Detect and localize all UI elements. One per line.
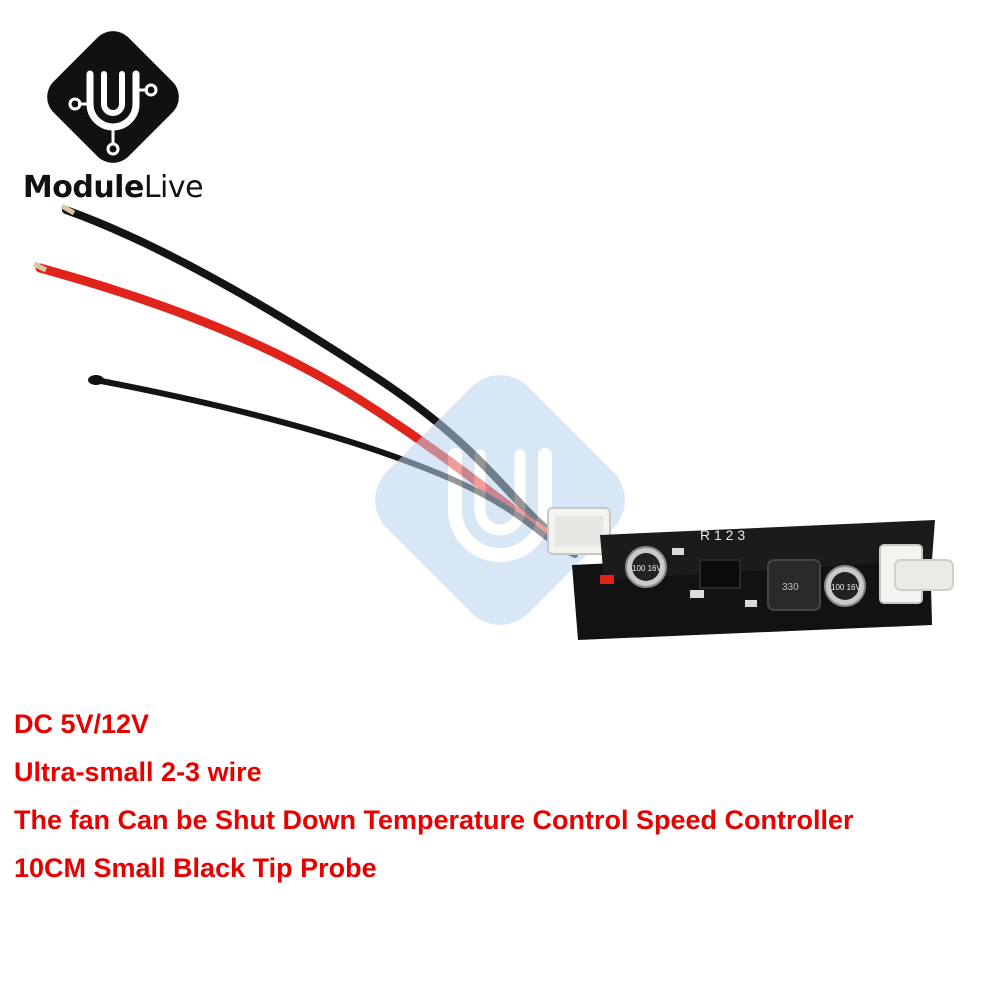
brand-logo: ModuleLive <box>18 22 208 207</box>
pcb-header-marks: R 1 2 3 <box>700 527 745 543</box>
caption-description: The fan Can be Shut Down Temperature Con… <box>14 805 854 835</box>
red-wire-tip <box>32 261 48 273</box>
product-photo: R 1 2 3 100 16V 100 16V 330 <box>32 203 954 640</box>
brand-name-part2: Live <box>143 170 204 205</box>
inductor <box>767 559 821 611</box>
svg-text:330: 330 <box>782 582 799 593</box>
svg-text:100 16V: 100 16V <box>831 583 861 592</box>
caption-block: DC 5V/12V Ultra-small 2-3 wire The fan C… <box>14 700 994 892</box>
brand-name: ModuleLive <box>18 170 208 205</box>
brand-name-part1: Module <box>22 170 144 205</box>
svg-text:100 16V: 100 16V <box>632 564 662 573</box>
caption-voltage: DC 5V/12V <box>14 709 150 739</box>
probe-tip <box>88 375 104 385</box>
ic-chip <box>699 559 741 589</box>
caption-probe: 10CM Small Black Tip Probe <box>14 853 377 883</box>
modulelive-logo-icon <box>47 31 179 163</box>
black-wire-tip <box>60 203 76 216</box>
caption-wire: Ultra-small 2-3 wire <box>14 757 262 787</box>
